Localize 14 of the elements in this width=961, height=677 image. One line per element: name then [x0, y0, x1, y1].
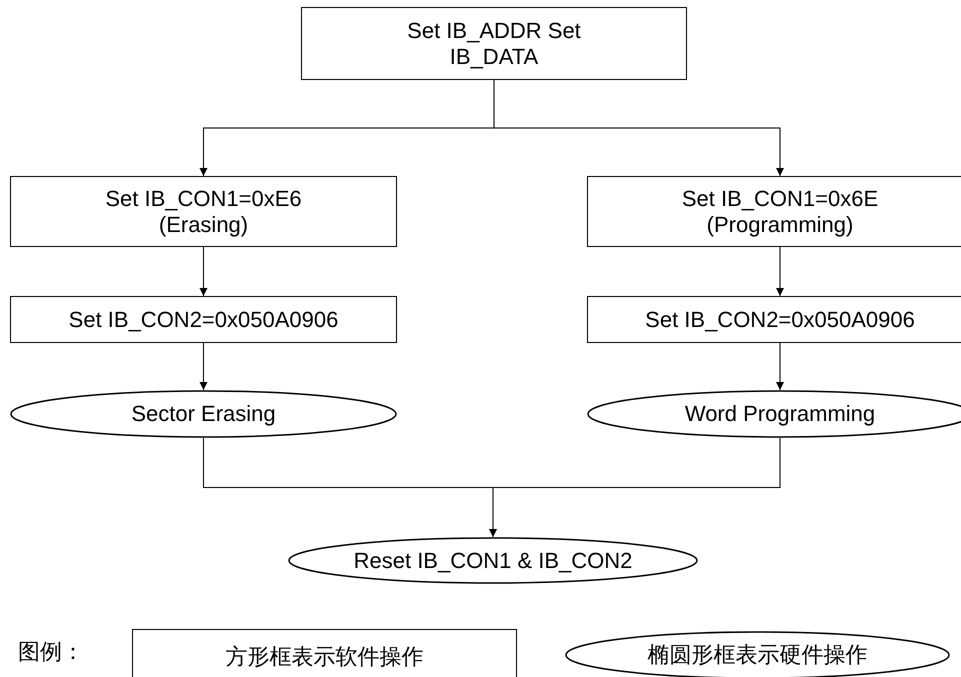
arrow	[489, 438, 780, 538]
arrow	[200, 342, 208, 390]
arrow	[200, 246, 208, 296]
process-box: Set IB_CON2=0x050A0906	[587, 296, 961, 343]
process-box: Set IB_CON1=0xE6 (Erasing)	[10, 176, 397, 247]
legend-box: 方形框表示软件操作	[132, 629, 517, 677]
process-box: Set IB_CON2=0x050A0906	[10, 296, 397, 343]
process-box: Set IB_ADDR Set IB_DATA	[301, 7, 687, 80]
process-box: Set IB_CON1=0x6E (Programming)	[587, 176, 961, 247]
arrow	[776, 246, 784, 296]
arrow	[776, 342, 784, 390]
process-ellipse: Sector Erasing	[10, 390, 397, 438]
process-ellipse: Reset IB_CON1 & IB_CON2	[288, 537, 698, 584]
legend-title: 图例：	[18, 638, 84, 666]
